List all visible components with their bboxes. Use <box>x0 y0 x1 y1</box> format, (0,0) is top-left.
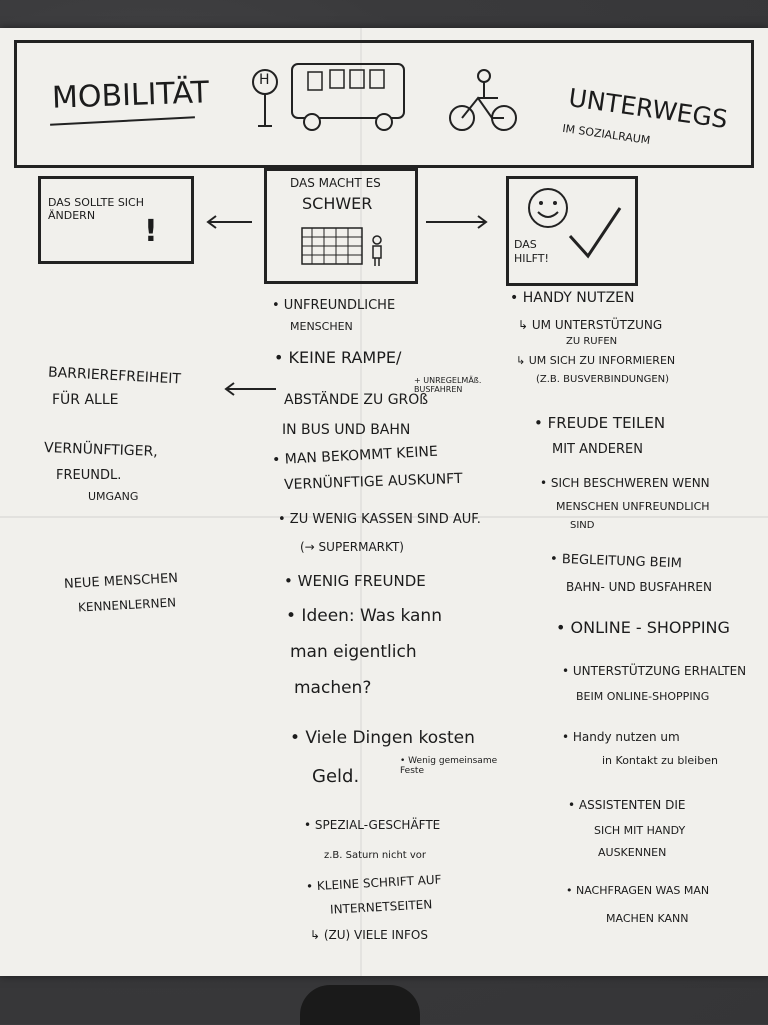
center-item-15: • Viele Dingen kosten <box>290 728 475 748</box>
right-item-16: • Handy nutzen um <box>562 730 680 744</box>
helps-box <box>506 176 638 286</box>
left-item-6: NEUE MENSCHEN <box>63 571 179 592</box>
right-item-12: BAHN- UND BUSFAHREN <box>566 580 712 594</box>
bus-icon <box>291 63 405 131</box>
left-item-4: FREUNDL. <box>56 468 122 483</box>
center-item-5: + UNREGELMÄß. BUSFAHREN <box>414 376 482 394</box>
center-item-14: machen? <box>294 678 372 698</box>
center-item-17: • Wenig gemeinsame Feste <box>400 756 498 776</box>
right-item-1: • HANDY NUTZEN <box>510 290 635 306</box>
center-item-8: VERNÜNFTIGE AUSKUNFT <box>283 470 463 494</box>
center-item-19: z.B. Saturn nicht vor <box>324 850 427 861</box>
right-item-11: • BEGLEITUNG BEIM <box>549 551 683 572</box>
arrow-barrier-icon <box>224 382 276 396</box>
right-item-5: (Z.B. BUSVERBINDUNGEN) <box>536 374 670 385</box>
right-item-18: • ASSISTENTEN DIE <box>568 798 686 812</box>
right-item-19: SICH MIT HANDY <box>594 824 686 837</box>
bus-stop-icon <box>252 69 278 127</box>
shoe <box>300 985 420 1025</box>
right-item-7: MIT ANDEREN <box>552 442 643 457</box>
smiley-icon <box>528 188 568 228</box>
right-item-21: • NACHFRAGEN WAS MAN <box>566 884 710 897</box>
checkmark-icon <box>568 207 622 259</box>
center-item-4: ABSTÄNDE ZU GROß <box>284 392 429 408</box>
left-item-5: UMGANG <box>88 490 139 503</box>
person-icon <box>372 235 382 266</box>
header-title: MOBILITÄT <box>51 75 210 116</box>
arrow-left-icon <box>206 215 252 229</box>
makes-hard-box <box>264 168 418 284</box>
left-item-2: FÜR ALLE <box>52 392 119 408</box>
center-item-21: INTERNETSEITEN <box>329 897 433 917</box>
right-item-3: ZU RUFEN <box>566 336 618 347</box>
right-item-15: BEIM ONLINE-SHOPPING <box>576 690 710 703</box>
right-item-6: • FREUDE TEILEN <box>534 414 666 432</box>
left-item-7: KENNENLERNEN <box>77 595 177 615</box>
center-item-20: • KLEINE SCHRIFT AUF <box>305 872 442 894</box>
center-item-6: IN BUS UND BAHN <box>282 422 411 438</box>
should-change-box <box>38 176 194 264</box>
left-item-3: VERNÜNFTIGER, <box>43 440 158 460</box>
center-item-13: man eigentlich <box>290 642 417 662</box>
should-change-text: DAS SOLLTE SICH ÄNDERN <box>48 196 145 222</box>
left-item-1: BARRIEREFREIHEIT <box>47 364 182 388</box>
right-item-10: SIND <box>570 520 595 531</box>
center-item-9: • ZU WENIG KASSEN SIND AUF. <box>278 512 481 527</box>
center-item-11: • WENIG FREUNDE <box>284 572 426 590</box>
center-item-1: • UNFREUNDLICHE <box>272 298 396 313</box>
right-item-9: MENSCHEN UNFREUNDLICH <box>556 500 710 513</box>
center-item-18: • SPEZIAL-GESCHÄFTE <box>304 818 441 832</box>
center-item-12: • Ideen: Was kann <box>286 606 442 626</box>
right-item-8: • SICH BESCHWEREN WENN <box>540 476 710 490</box>
right-item-2: ↳ UM UNTERSTÜTZUNG <box>518 318 663 332</box>
right-item-17: in Kontakt zu bleiben <box>602 754 718 767</box>
bicycle-icon <box>449 69 517 131</box>
right-item-22: MACHEN KANN <box>606 912 689 925</box>
right-item-4: ↳ UM SICH ZU INFORMIEREN <box>516 354 676 367</box>
makes-hard-line2: SCHWER <box>302 194 373 213</box>
center-item-10: (→ SUPERMARKT) <box>300 540 404 554</box>
paper-fold-horizontal <box>0 516 768 518</box>
flipchart-paper: MOBILITÄT H UNTERWEGS IM SOZIALRAUM DAS … <box>0 28 768 976</box>
makes-hard-line1: DAS MACHT ES <box>290 176 381 190</box>
brick-wall-icon <box>301 227 363 265</box>
center-item-3: • KEINE RAMPE/ <box>274 348 402 367</box>
right-item-14: • UNTERSTÜTZUNG ERHALTEN <box>562 664 747 678</box>
paper-fold-vertical <box>360 28 362 976</box>
arrow-right-icon <box>426 215 488 229</box>
header-banner <box>14 40 754 168</box>
right-item-20: AUSKENNEN <box>598 846 667 859</box>
helps-text: DAS HILFT! <box>514 238 549 265</box>
center-item-7: • MAN BEKOMMT KEINE <box>271 443 439 469</box>
center-item-2: MENSCHEN <box>290 320 353 333</box>
right-item-13: • ONLINE - SHOPPING <box>556 618 730 637</box>
bus-stop-letter: H <box>259 72 270 88</box>
exclamation-mark: ! <box>144 214 158 249</box>
center-item-16: Geld. <box>312 766 360 787</box>
center-item-22: ↳ (ZU) VIELE INFOS <box>310 928 428 942</box>
